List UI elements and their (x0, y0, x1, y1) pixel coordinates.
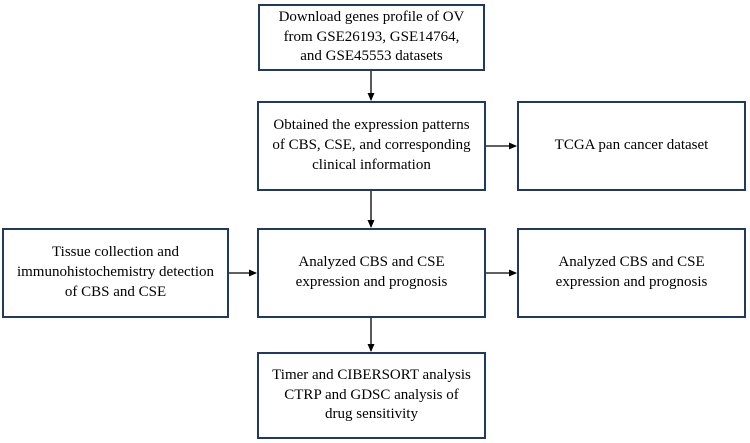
immune-drug-analysis-text: Timer and CIBERSORT analysis CTRP and GD… (272, 366, 471, 423)
download-datasets-text: Download genes profile of OV from GSE261… (278, 8, 465, 65)
tissue-collection-text: Tissue collection and immunohistochemist… (16, 244, 215, 300)
tcga-dataset-box: TCGA pan cancer dataset (517, 101, 746, 191)
tissue-collection-box: Tissue collection and immunohistochemist… (2, 228, 229, 318)
analyzed-prognosis-box: Analyzed CBS and CSE expression and prog… (257, 228, 486, 318)
analyzed-prognosis-text: Analyzed CBS and CSE expression and prog… (295, 254, 448, 290)
download-datasets-box: Download genes profile of OV from GSE261… (258, 4, 485, 71)
expression-patterns-text: Obtained the expression patterns of CBS,… (272, 117, 471, 173)
immune-drug-analysis-box: Timer and CIBERSORT analysis CTRP and GD… (257, 352, 486, 439)
expression-patterns-box: Obtained the expression patterns of CBS,… (257, 101, 486, 191)
analyzed-prognosis-right-box: Analyzed CBS and CSE expression and prog… (517, 228, 746, 318)
analyzed-prognosis-right-text: Analyzed CBS and CSE expression and prog… (555, 254, 708, 290)
tcga-dataset-text: TCGA pan cancer dataset (554, 137, 709, 154)
